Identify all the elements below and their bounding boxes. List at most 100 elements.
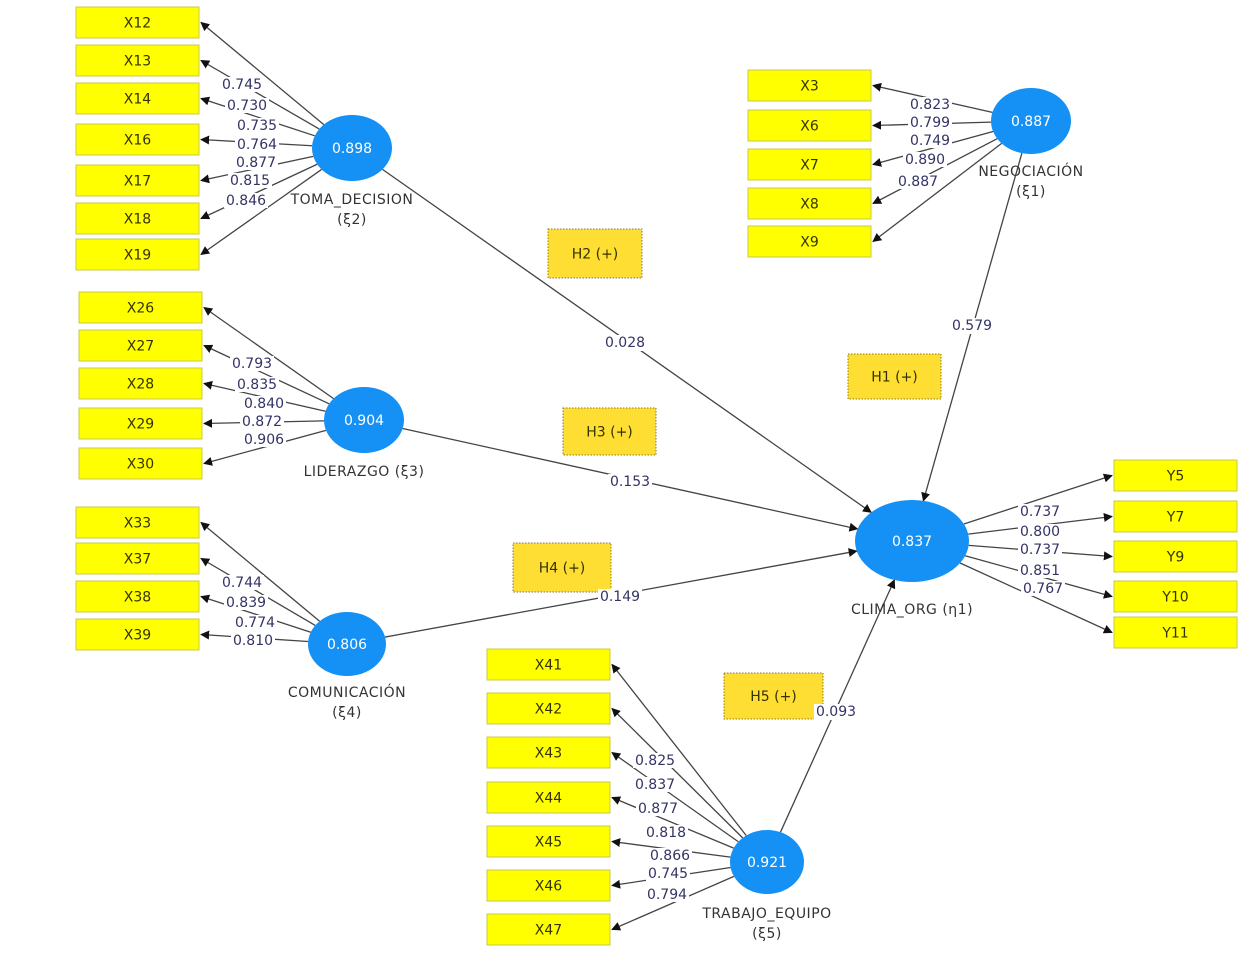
- indicator-x26[interactable]: X26: [78, 291, 203, 324]
- indicator-x42[interactable]: X42: [486, 692, 611, 725]
- indicator-box[interactable]: [78, 329, 203, 362]
- hypothesis-rect: [547, 228, 643, 279]
- loading-value: 0.764: [237, 137, 277, 153]
- indicator-box[interactable]: [75, 506, 200, 539]
- indicator-box[interactable]: [75, 82, 200, 115]
- indicator-box[interactable]: [486, 781, 611, 814]
- indicator-x38[interactable]: X38: [75, 580, 200, 613]
- indicator-box[interactable]: [747, 69, 872, 102]
- indicator-x27[interactable]: X27: [78, 329, 203, 362]
- indicator-x28[interactable]: X28: [78, 367, 203, 400]
- path-coefficient-value: 0.028: [605, 335, 645, 351]
- latent-ellipse[interactable]: [730, 830, 804, 894]
- indicator-box[interactable]: [747, 187, 872, 220]
- indicator-y7[interactable]: Y7: [1113, 500, 1238, 533]
- indicator-box[interactable]: [486, 692, 611, 725]
- indicator-box[interactable]: [1113, 616, 1238, 649]
- indicator-x18[interactable]: X18: [75, 202, 200, 235]
- loading-label-bg: [903, 152, 947, 167]
- indicator-box[interactable]: [78, 407, 203, 440]
- indicator-box[interactable]: [486, 736, 611, 769]
- latent-ellipse[interactable]: [324, 387, 404, 453]
- indicator-x14[interactable]: X14: [75, 82, 200, 115]
- loading-value: 0.890: [905, 152, 945, 168]
- indicator-y5[interactable]: Y5: [1113, 459, 1238, 492]
- indicator-label: X33: [124, 516, 151, 532]
- indicator-box[interactable]: [78, 291, 203, 324]
- indicator-label: Y7: [1166, 510, 1184, 526]
- indicator-box[interactable]: [747, 225, 872, 258]
- indicator-y11[interactable]: Y11: [1113, 616, 1238, 649]
- indicator-box[interactable]: [75, 202, 200, 235]
- indicator-label: Y10: [1161, 590, 1188, 606]
- indicator-label: X27: [127, 339, 154, 355]
- indicator-box[interactable]: [75, 123, 200, 156]
- indicator-label: Y9: [1166, 550, 1184, 566]
- indicator-box[interactable]: [1113, 500, 1238, 533]
- indicator-x7[interactable]: X7: [747, 148, 872, 181]
- latent-symbol: (ξ1): [1016, 184, 1046, 200]
- indicator-x43[interactable]: X43: [486, 736, 611, 769]
- indicator-box[interactable]: [747, 148, 872, 181]
- indicator-x8[interactable]: X8: [747, 187, 872, 220]
- indicator-box[interactable]: [78, 447, 203, 480]
- indicator-box[interactable]: [75, 6, 200, 39]
- loading-arrow: [203, 344, 330, 405]
- indicator-x45[interactable]: X45: [486, 825, 611, 858]
- indicator-box[interactable]: [486, 913, 611, 946]
- indicator-x46[interactable]: X46: [486, 869, 611, 902]
- indicator-box[interactable]: [75, 44, 200, 77]
- indicator-box[interactable]: [75, 542, 200, 575]
- indicator-box[interactable]: [75, 618, 200, 651]
- indicator-label: X18: [124, 212, 151, 228]
- indicator-x39[interactable]: X39: [75, 618, 200, 651]
- indicator-box[interactable]: [75, 238, 200, 271]
- latent-ellipse[interactable]: [855, 500, 969, 582]
- indicator-x13[interactable]: X13: [75, 44, 200, 77]
- indicator-box[interactable]: [1113, 459, 1238, 492]
- loading-label: 0.735: [235, 118, 279, 134]
- indicator-x12[interactable]: X12: [75, 6, 200, 39]
- loading-label: 0.815: [228, 173, 272, 189]
- indicator-box[interactable]: [486, 869, 611, 902]
- indicator-label: X47: [535, 923, 562, 939]
- indicator-y10[interactable]: Y10: [1113, 580, 1238, 613]
- indicator-box[interactable]: [1113, 540, 1238, 573]
- indicator-x17[interactable]: X17: [75, 164, 200, 197]
- loading-label: 0.825: [633, 753, 677, 769]
- indicator-x41[interactable]: X41: [486, 648, 611, 681]
- indicator-x9[interactable]: X9: [747, 225, 872, 258]
- indicator-x16[interactable]: X16: [75, 123, 200, 156]
- loading-arrow: [200, 521, 321, 622]
- indicator-box[interactable]: [747, 109, 872, 142]
- indicator-x47[interactable]: X47: [486, 913, 611, 946]
- indicator-y9[interactable]: Y9: [1113, 540, 1238, 573]
- indicator-box[interactable]: [75, 164, 200, 197]
- indicator-box[interactable]: [75, 580, 200, 613]
- indicator-box[interactable]: [1113, 580, 1238, 613]
- indicator-x29[interactable]: X29: [78, 407, 203, 440]
- indicator-x6[interactable]: X6: [747, 109, 872, 142]
- indicator-box[interactable]: [78, 367, 203, 400]
- latent-name: COMUNICACIÓN: [288, 683, 406, 701]
- latent-ellipse[interactable]: [991, 88, 1071, 154]
- loading-arrow: [611, 875, 735, 931]
- indicator-x30[interactable]: X30: [78, 447, 203, 480]
- indicator-box[interactable]: [486, 648, 611, 681]
- indicator-x3[interactable]: X3: [747, 69, 872, 102]
- latent-ellipse[interactable]: [308, 612, 386, 676]
- latent-ellipse[interactable]: [312, 115, 392, 181]
- latent-symbol: (ξ4): [332, 705, 362, 721]
- indicator-x44[interactable]: X44: [486, 781, 611, 814]
- indicator-x19[interactable]: X19: [75, 238, 200, 271]
- indicator-x37[interactable]: X37: [75, 542, 200, 575]
- indicator-x33[interactable]: X33: [75, 506, 200, 539]
- indicator-box[interactable]: [486, 825, 611, 858]
- loading-value: 0.793: [232, 356, 272, 372]
